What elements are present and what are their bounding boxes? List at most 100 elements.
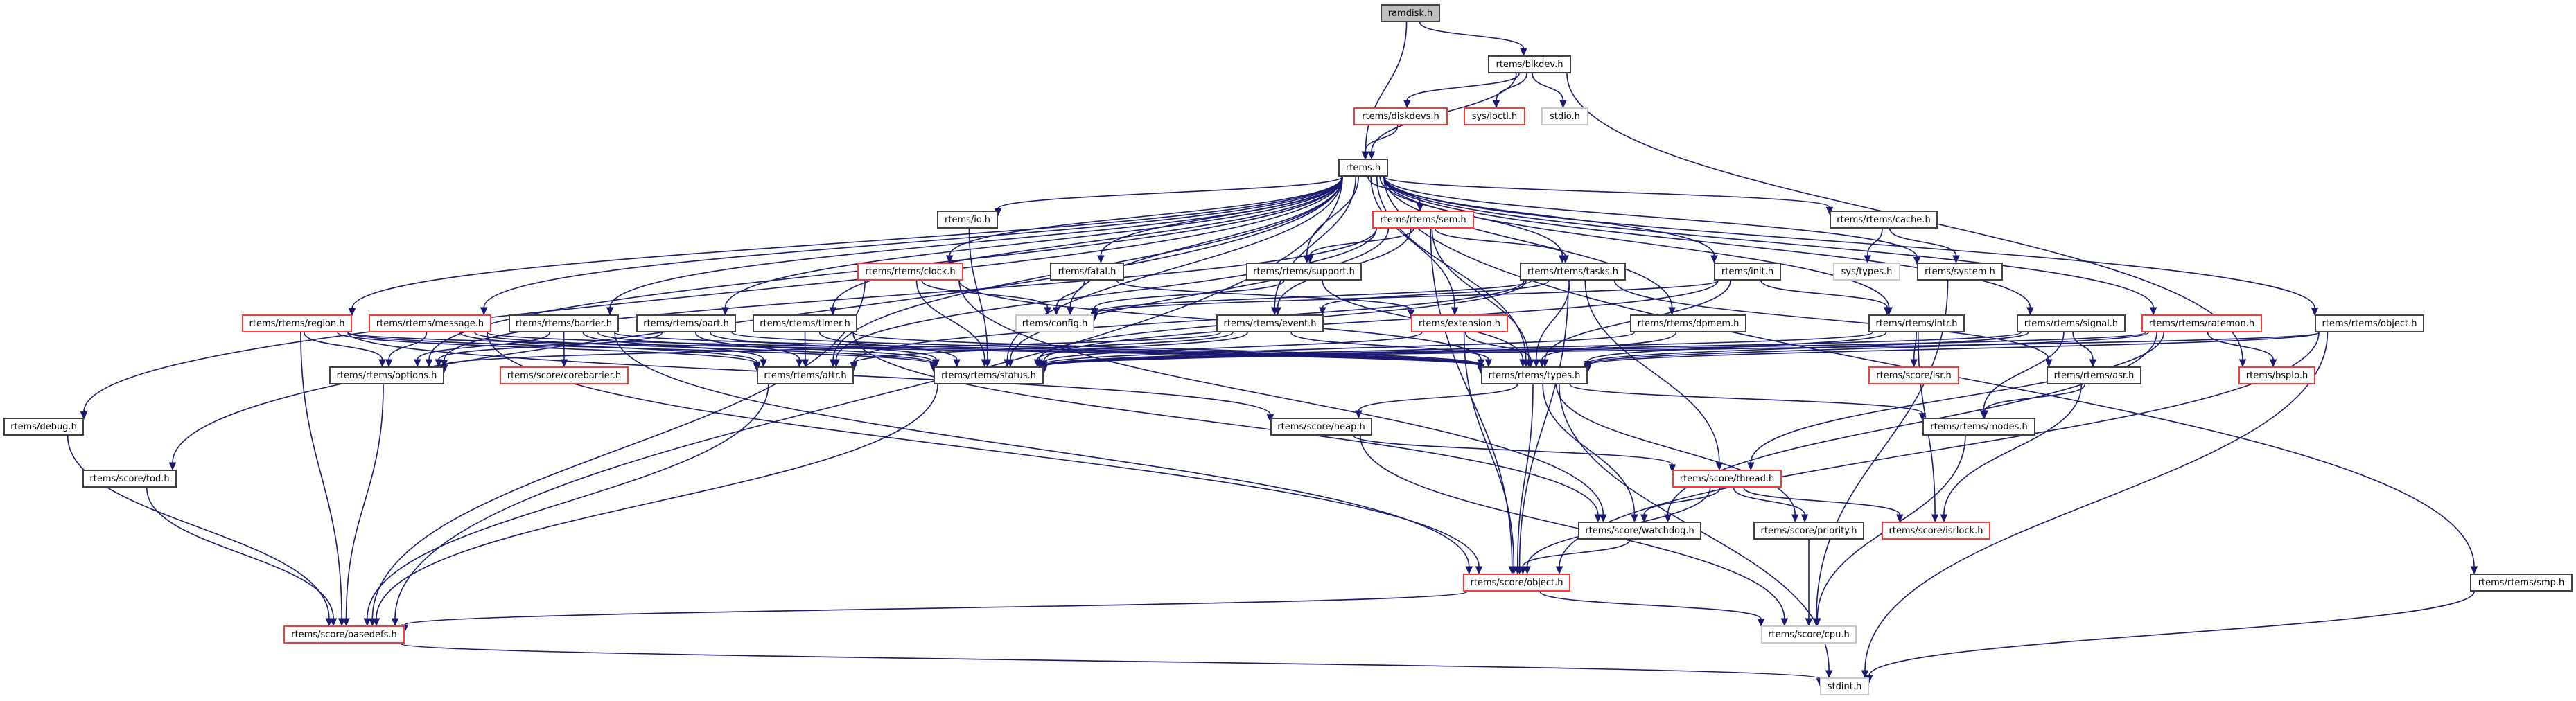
arrowhead-icon	[1806, 619, 1812, 625]
arrowhead-icon	[1631, 515, 1638, 522]
node-asr[interactable]: rtems/rtems/asr.h	[2047, 366, 2141, 384]
node-cpu[interactable]: rtems/score/cpu.h	[1761, 625, 1857, 644]
node-cache[interactable]: rtems/rtems/cache.h	[1830, 211, 1938, 229]
arrowhead-icon	[1485, 360, 1491, 366]
node-extension[interactable]: rtems/extension.h	[1411, 314, 1508, 332]
arrowhead-icon	[481, 308, 487, 314]
edge-tasks-to-thread	[1585, 281, 1719, 463]
arrowhead-icon	[2471, 567, 2478, 574]
edge-tasks-to-sobject	[1520, 281, 1568, 567]
edge-types-to-heap	[1359, 384, 1518, 411]
node-barrier[interactable]: rtems/rtems/barrier.h	[509, 314, 619, 332]
node-system[interactable]: rtems/system.h	[1917, 263, 2003, 281]
node-sobject[interactable]: rtems/score/object.h	[1463, 574, 1570, 592]
arrowhead-icon	[607, 308, 613, 314]
node-region[interactable]: rtems/rtems/region.h	[242, 314, 352, 332]
edge-sobject-to-basedefs	[405, 592, 1467, 625]
node-isr[interactable]: rtems/score/isr.h	[1868, 366, 1959, 384]
node-rtems[interactable]: rtems.h	[1338, 159, 1388, 177]
arrowhead-icon	[1595, 515, 1601, 522]
node-tasks[interactable]: rtems/rtems/tasks.h	[1520, 263, 1626, 281]
arrowhead-icon	[1533, 360, 1539, 366]
node-fatal[interactable]: rtems/fatal.h	[1050, 263, 1124, 281]
edge-rtems-to-region	[352, 177, 1342, 308]
arrowhead-icon	[1521, 48, 1527, 55]
node-bspio[interactable]: rtems/bspIo.h	[2238, 366, 2315, 384]
node-config[interactable]: rtems/config.h	[1015, 314, 1094, 332]
node-io[interactable]: rtems/io.h	[937, 211, 998, 229]
node-status[interactable]: rtems/rtems/status.h	[934, 366, 1044, 384]
edge-rtems-to-dpmem	[1384, 177, 1672, 308]
node-message[interactable]: rtems/rtems/message.h	[369, 314, 491, 332]
arrowhead-icon	[1356, 411, 1362, 418]
edge-blkdev-to-ioctl	[1496, 73, 1527, 100]
node-init[interactable]: rtems/init.h	[1714, 263, 1781, 281]
node-debug[interactable]: rtems/debug.h	[3, 418, 84, 436]
node-priority[interactable]: rtems/score/priority.h	[1753, 522, 1864, 540]
edge-sobject-to-cpu	[1540, 592, 1761, 619]
arrowhead-icon	[954, 360, 960, 366]
node-clock[interactable]: rtems/rtems/clock.h	[857, 263, 963, 281]
node-timer[interactable]: rtems/rtems/timer.h	[753, 314, 857, 332]
node-ramdisk: ramdisk.h	[1381, 4, 1440, 22]
node-heap[interactable]: rtems/score/heap.h	[1270, 418, 1372, 436]
node-tod[interactable]: rtems/score/tod.h	[82, 470, 177, 488]
arrowhead-icon	[796, 360, 803, 366]
arrowhead-icon	[2150, 308, 2157, 314]
node-dpmem[interactable]: rtems/rtems/dpmem.h	[1630, 314, 1746, 332]
node-stdint[interactable]: stdint.h	[1820, 677, 1869, 695]
arrowhead-icon	[2240, 360, 2246, 366]
arrowhead-icon	[364, 619, 370, 625]
node-modes[interactable]: rtems/rtems/modes.h	[1922, 418, 2035, 436]
node-ioctl[interactable]: sys/ioctl.h	[1464, 107, 1525, 125]
arrowhead-icon	[1098, 256, 1104, 263]
arrowhead-icon	[1493, 100, 1500, 107]
node-diskdevs[interactable]: rtems/diskdevs.h	[1353, 107, 1448, 125]
edge-attr-to-basedefs	[367, 384, 769, 619]
node-basedefs[interactable]: rtems/score/basedefs.h	[283, 625, 405, 644]
edge-rtems-to-intr	[1384, 177, 1889, 308]
node-thread[interactable]: rtems/score/thread.h	[1672, 470, 1782, 488]
arrowhead-icon	[1560, 100, 1566, 107]
node-intr[interactable]: rtems/rtems/intr.h	[1868, 314, 1965, 332]
node-attr[interactable]: rtems/rtems/attr.h	[757, 366, 854, 384]
node-signal[interactable]: rtems/rtems/signal.h	[2017, 314, 2126, 332]
arrowhead-icon	[1067, 308, 1074, 314]
edge-ramdisk-to-blkdev	[1420, 22, 1524, 48]
edge-debug-to-basedefs	[68, 436, 329, 619]
arrowhead-icon	[1557, 567, 1563, 574]
node-blkdev[interactable]: rtems/blkdev.h	[1488, 55, 1571, 73]
arrowhead-icon	[379, 360, 385, 366]
arrowhead-icon	[414, 360, 421, 366]
node-options[interactable]: rtems/rtems/options.h	[329, 366, 444, 384]
node-systypes[interactable]: sys/types.h	[1833, 263, 1900, 281]
arrowhead-icon	[2027, 308, 2033, 314]
edge-types-to-watchdog	[1543, 384, 1634, 515]
node-stdio[interactable]: stdio.h	[1541, 107, 1588, 125]
arrowhead-icon	[830, 308, 836, 314]
node-isrlock[interactable]: rtems/score/isrlock.h	[1882, 522, 1990, 540]
arrowhead-icon	[1452, 308, 1458, 314]
node-event[interactable]: rtems/rtems/event.h	[1216, 314, 1324, 332]
node-part[interactable]: rtems/rtems/part.h	[636, 314, 736, 332]
node-smp[interactable]: rtems/rtems/smp.h	[2470, 574, 2573, 592]
arrowhead-icon	[1711, 256, 1717, 263]
edge-status-to-basedefs	[376, 384, 938, 619]
node-corebarrier[interactable]: rtems/score/corebarrier.h	[500, 366, 629, 384]
node-ratemon[interactable]: rtems/rtems/ratemon.h	[2141, 314, 2262, 332]
arrowhead-icon	[1369, 152, 1375, 159]
node-watchdog[interactable]: rtems/score/watchdog.h	[1578, 522, 1701, 540]
edge-basedefs-to-stdint	[401, 644, 1820, 679]
arrowhead-icon	[1781, 619, 1787, 625]
node-sem[interactable]: rtems/rtems/sem.h	[1372, 211, 1474, 229]
node-types[interactable]: rtems/rtems/types.h	[1481, 366, 1588, 384]
node-robject[interactable]: rtems/rtems/object.h	[2315, 314, 2424, 332]
node-support[interactable]: rtems/rtems/support.h	[1246, 263, 1362, 281]
arrowhead-icon	[2046, 360, 2052, 366]
arrowhead-icon	[2270, 360, 2277, 366]
arrowhead-icon	[343, 619, 349, 625]
arrowhead-icon	[1320, 308, 1326, 314]
edge-types-to-modes	[1570, 384, 1922, 414]
arrowhead-icon	[760, 360, 766, 366]
edge-rtems-to-part	[725, 177, 1342, 308]
